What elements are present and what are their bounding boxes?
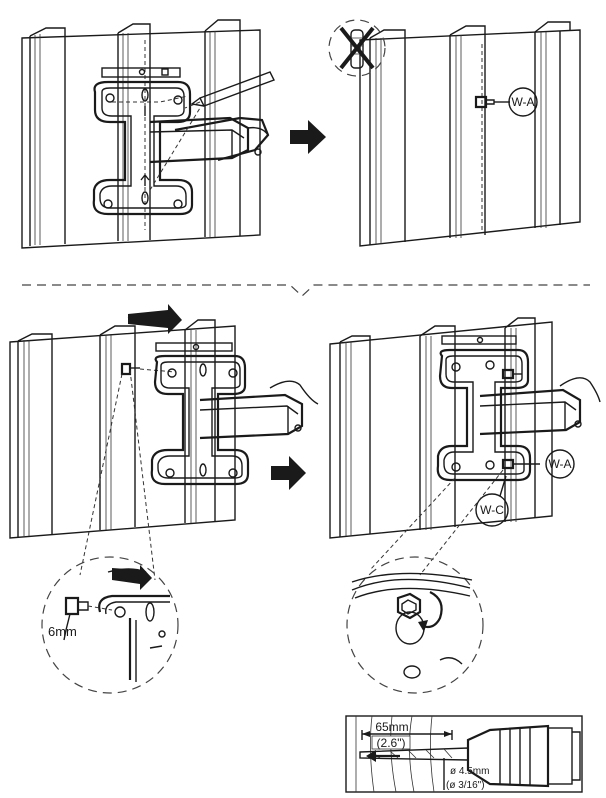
no-plug-icon	[328, 19, 386, 77]
arrow-right-icon	[271, 456, 306, 490]
panel-mark-holes	[21, 19, 275, 249]
zoom-detail-bolt: 6mm	[41, 556, 179, 694]
label-dia-in: (ø 3/16")	[446, 780, 485, 791]
label-w-c: W-C	[480, 503, 504, 517]
label-w-a-top: W-A	[511, 95, 534, 109]
drill-detail: 65mm (2.6") ø 4.5mm (ø 3/16")	[345, 715, 583, 793]
panel-secure-bracket: W-A W-C	[329, 317, 601, 576]
label-depth-in: (2.6")	[377, 736, 406, 750]
panel-insert-anchor: W-A	[359, 21, 581, 247]
arrow-right-icon	[290, 120, 326, 154]
label-depth-mm: 65mm	[375, 720, 408, 734]
label-6mm: 6mm	[48, 624, 77, 639]
label-w-a-bottom: W-A	[548, 457, 571, 471]
zoom-detail-tighten	[346, 556, 484, 694]
panel-attach-bracket	[9, 304, 319, 581]
separator-line	[22, 284, 590, 297]
label-dia-mm: ø 4.5mm	[450, 766, 489, 777]
